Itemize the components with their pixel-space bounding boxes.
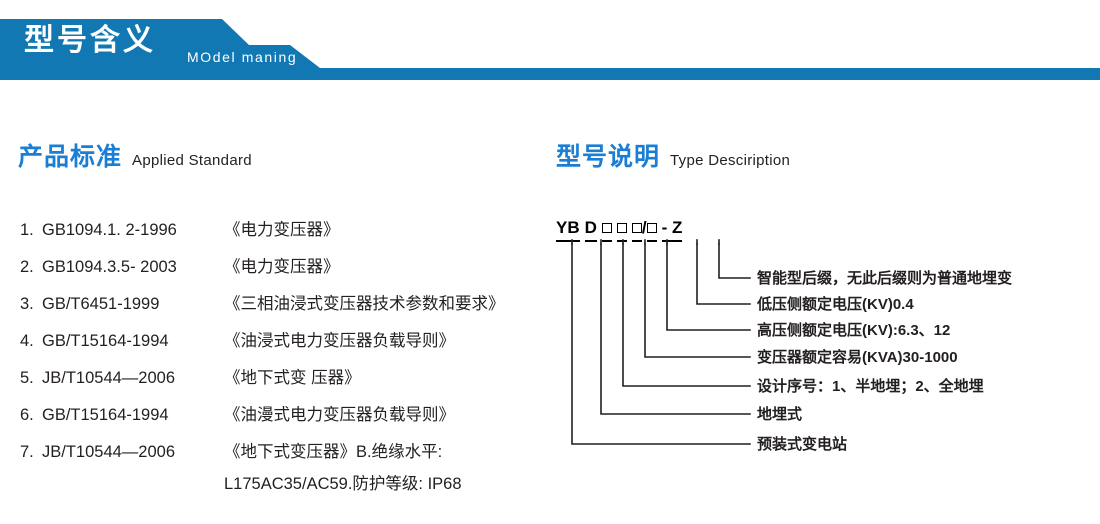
standard-item-continuation: L175AC35/AC59.防护等级: IP68 <box>224 475 462 493</box>
type-code-segment-box3 <box>631 218 642 242</box>
type-code-slash: / <box>641 218 647 237</box>
standard-item-code: GB/T15164-1994 <box>42 406 169 424</box>
standard-item-name: 《油浸式电力变压器负载导则》 <box>224 332 455 350</box>
standard-item-name: 《地下式变压器》B.绝缘水平: <box>224 443 443 461</box>
type-label-buried-type: 地埋式 <box>757 406 803 423</box>
applied-standard-heading: 产品标准 Applied Standard <box>18 145 252 170</box>
standard-item-code: JB/T10544—2006 <box>42 443 176 461</box>
standard-item-code: GB1094.3.5- 2003 <box>42 258 177 276</box>
banner-subtitle: MOdel maning <box>187 49 298 65</box>
code-placeholder-box-icon <box>646 222 657 233</box>
standard-item: 3. GB/T6451-1999 《三相油浸式变压器技术参数和要求》 <box>20 290 560 327</box>
applied-standard-heading-cn: 产品标准 <box>18 143 123 171</box>
standard-item-number: 3. <box>20 295 34 313</box>
standard-item: 2. GB1094.3.5- 2003 《电力变压器》 <box>20 253 560 290</box>
standard-item: 1. GB1094.1. 2-1996 《电力变压器》 <box>20 216 560 253</box>
standard-item-name: 《地下式变 压器》 <box>224 369 361 387</box>
standard-item-code: GB1094.1. 2-1996 <box>42 221 177 239</box>
code-placeholder-box-icon <box>601 222 612 233</box>
type-label-prefab-substation: 预装式变电站 <box>757 436 848 453</box>
standard-item-number: 1. <box>20 221 34 239</box>
type-description-heading-cn: 型号说明 <box>556 143 661 171</box>
standard-item-number: 7. <box>20 443 34 461</box>
banner-title: 型号含义 <box>24 24 156 57</box>
type-label-hv-voltage: 高压侧额定电压(KV):6.3、12 <box>757 322 951 339</box>
standard-item-code: GB/T15164-1994 <box>42 332 169 350</box>
code-placeholder-box-icon <box>631 222 642 233</box>
standard-item: 6. GB/T15164-1994 《油漫式电力变压器负载导则》 <box>20 401 560 438</box>
standard-item-code: GB/T6451-1999 <box>42 295 160 313</box>
standard-item-name: 《电力变压器》 <box>224 221 340 239</box>
standard-item: 7. JB/T10544—2006 《地下式变压器》B.绝缘水平: <box>20 438 560 475</box>
standard-item-number: 5. <box>20 369 34 387</box>
standard-item-name: 《电力变压器》 <box>224 258 340 276</box>
page-header-banner: 型号含义 MOdel maning <box>0 0 1100 88</box>
banner-shape <box>0 19 1100 80</box>
type-code-segment-box1 <box>601 218 612 242</box>
type-code-segment-box4 <box>646 218 657 242</box>
type-description-heading: 型号说明 Type Desciription <box>556 145 790 170</box>
applied-standard-heading-en: Applied Standard <box>132 152 252 169</box>
type-label-rated-capacity: 变压器额定容易(KVA)30-1000 <box>757 349 958 366</box>
standard-item-name: 《油漫式电力变压器负载导则》 <box>224 406 455 424</box>
type-description-heading-en: Type Desciription <box>670 152 791 169</box>
type-code-segment-d: D <box>584 218 597 242</box>
standard-item-number: 2. <box>20 258 34 276</box>
type-code-segment-yb: YB <box>556 218 580 242</box>
type-label-design-serial: 设计序号：1、半地埋；2、全地埋 <box>757 378 984 395</box>
standard-item-code: JB/T10544—2006 <box>42 369 176 387</box>
type-label-smart-suffix: 智能型后缀，无此后缀则为普通地埋变 <box>757 270 1013 287</box>
standard-item-number: 6. <box>20 406 34 424</box>
standard-item-name: 《三相油浸式变压器技术参数和要求》 <box>224 295 505 313</box>
standards-list: 1. GB1094.1. 2-1996 《电力变压器》 2. GB1094.3.… <box>20 216 560 475</box>
standard-item: 5. JB/T10544—2006 《地下式变 压器》 <box>20 364 560 401</box>
type-label-lv-voltage: 低压侧额定电压(KV)0.4 <box>757 296 914 313</box>
type-code-segment-z: - Z <box>661 218 683 242</box>
type-code-segment-box2 <box>616 218 627 242</box>
standard-item: 4. GB/T15164-1994 《油浸式电力变压器负载导则》 <box>20 327 560 364</box>
standard-item-number: 4. <box>20 332 34 350</box>
code-placeholder-box-icon <box>616 222 627 233</box>
